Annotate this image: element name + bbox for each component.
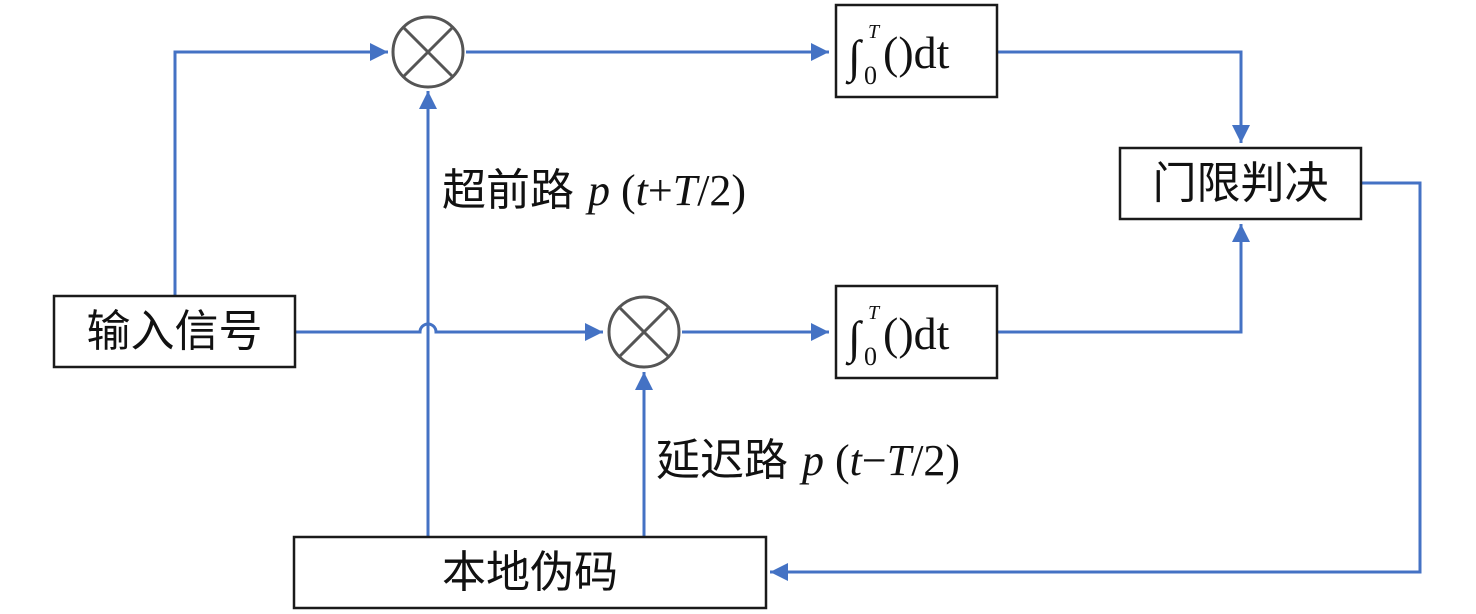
block-local-pn-code: 本地伪码 bbox=[292, 535, 768, 610]
local-pn-code-label: 本地伪码 bbox=[442, 547, 618, 598]
integral-body: ()dt bbox=[883, 308, 950, 359]
integral-body: ()dt bbox=[883, 27, 950, 78]
block-integrator-early: ∫ T 0 ()dt bbox=[834, 3, 999, 99]
wire-feedback-threshold-to-local-code bbox=[770, 181, 1422, 581]
integral-lower-limit: 0 bbox=[864, 61, 877, 90]
input-signal-label: 输入信号 bbox=[87, 306, 263, 357]
block-integrator-late: ∫ T 0 ()dt bbox=[834, 284, 999, 380]
integral-lower-limit: 0 bbox=[864, 342, 877, 371]
block-threshold-decision: 门限判决 bbox=[1118, 146, 1363, 221]
threshold-decision-label: 门限判决 bbox=[1153, 158, 1329, 209]
late-path-annotation: 延迟路 p (t−T/2) bbox=[656, 435, 960, 486]
integral-upper-limit: T bbox=[868, 21, 881, 43]
wire-integrator-late-to-threshold bbox=[998, 224, 1250, 334]
wire-input-to-late-mixer bbox=[296, 322, 603, 341]
integral-sign: ∫ bbox=[845, 312, 863, 366]
integral-upper-limit: T bbox=[868, 302, 881, 324]
early-path-annotation: 超前路 p (t+T/2) bbox=[442, 165, 746, 216]
integral-sign: ∫ bbox=[845, 31, 863, 85]
wire-input-to-early-mixer bbox=[173, 43, 388, 296]
mixer-late bbox=[607, 295, 681, 369]
block-input-signal: 输入信号 bbox=[52, 294, 297, 369]
wire-integrator-early-to-threshold bbox=[998, 50, 1250, 143]
mixer-early bbox=[391, 15, 465, 89]
